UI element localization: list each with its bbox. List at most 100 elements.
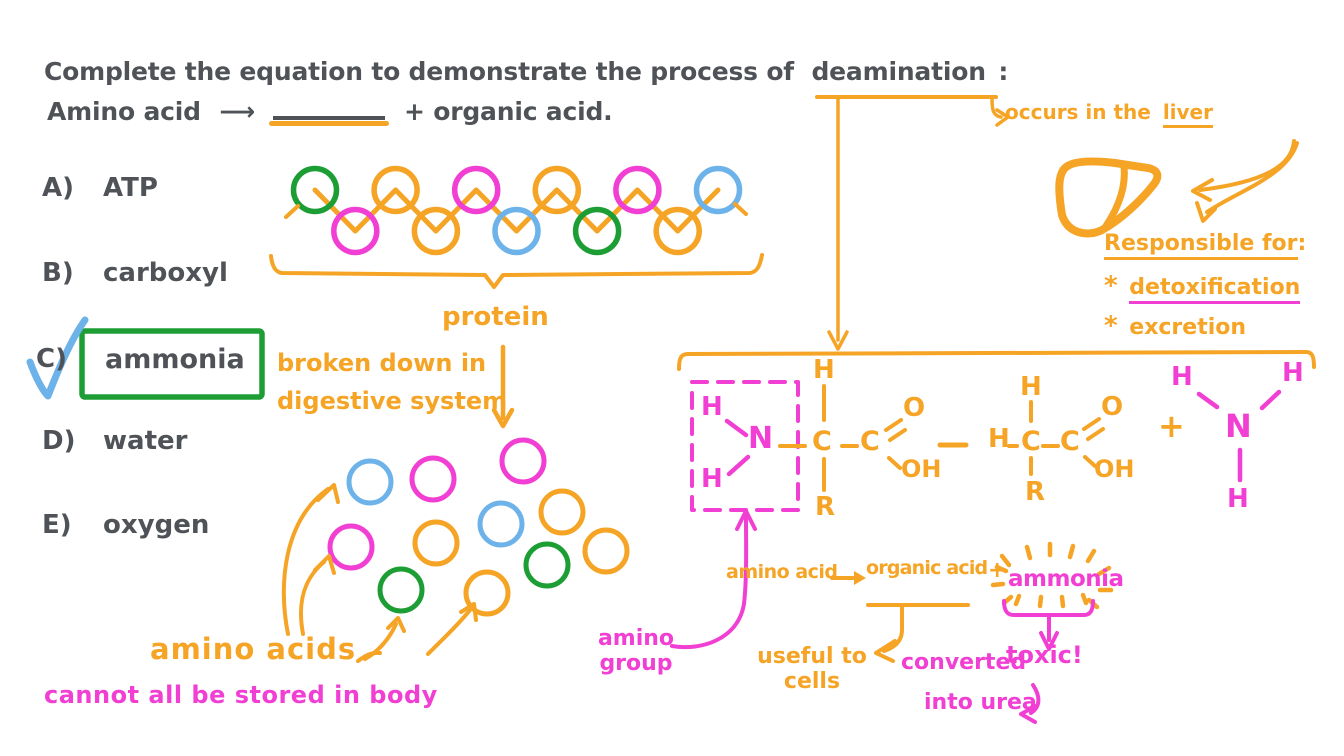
liver-function-detoxification: * detoxification [1104,271,1301,304]
amino-group-pointer-arrow [670,509,757,650]
option-a: A) ATP [42,173,158,203]
summary-arrow [830,571,866,585]
answer-blank [269,96,390,126]
amino-acids-label: amino acids [150,632,357,666]
peptide-bond-line [393,187,439,234]
liver-annotation-arrows [1191,139,1299,223]
prompt-equation: Amino acid ⟶ + organic acid. [47,96,613,126]
responsible-for-heading: Responsible for: [1104,231,1307,260]
peptide-bond-line [514,187,560,234]
toxic-note: toxic! [1006,641,1083,669]
title-keyword-deamination: deamination [811,57,986,86]
option-letter: A) [42,173,75,203]
protein-label: protein [442,302,549,332]
atom-h: H [701,392,723,422]
function-label: detoxification [1129,275,1301,304]
amino-acid-circle [412,519,460,567]
option-letter: C) [36,344,67,374]
atom-r: R [1025,477,1046,507]
star-bullet-icon: * [1104,271,1118,301]
peptide-bond-line [352,187,399,234]
atom-oh: OH [901,455,942,483]
amino-acids-pointer-arrows [281,483,478,663]
option-b: B) carboxyl [42,258,228,288]
reaction-arrow [937,442,969,448]
converted-note-line1: converted [901,650,1027,675]
atom-r: R [815,492,836,522]
atom-c: C [1060,426,1080,457]
prompt-arrow: ⟶ [219,97,255,126]
atom-h: H [1020,372,1042,402]
peptide-bond-line [634,187,681,234]
occurs-prefix: occurs in the [1005,100,1151,124]
peptide-bond-line [312,187,358,234]
plus-sign: + [1158,407,1185,445]
peptide-bond-line [433,187,479,234]
title-colon: : [998,57,1009,86]
option-letter: D) [42,426,76,456]
atom-n: N [748,421,774,456]
summary-organic-acid: organic acid [866,557,988,579]
peptide-bond-line [594,187,640,234]
protein-chain-circle [693,165,743,215]
organic-acid-structure-bonds [1007,400,1105,476]
option-d: D) water [42,426,187,456]
protein-chain-circle [290,165,340,215]
protein-chain-circle [451,165,501,215]
option-label: carboxyl [103,258,228,288]
liver-keyword: liver [1162,100,1213,128]
atom-n: N [1225,407,1252,445]
atom-c: C [860,426,880,457]
amino-acid-circle [377,566,425,614]
atom-h: H [1171,362,1193,392]
function-label: excretion [1129,315,1247,340]
amino-acid-circle [463,569,511,617]
atom-c: C [812,426,832,457]
amino-acid-circle [409,455,457,503]
amino-acid-circle [327,523,375,571]
responsible-colon: : [1297,231,1307,256]
converted-note-line2: into urea [924,690,1037,715]
atom-h: H [988,424,1010,454]
occurs-in-liver-note: occurs in the liver [1005,100,1213,128]
protein-chain-ellipsis [284,202,748,219]
option-label: ammonia [105,344,245,375]
atom-h: H [813,355,835,385]
amino-acid-circle [499,437,547,485]
useful-line1: useful to [757,644,867,669]
toxic-to-urea-arrow [1019,683,1041,724]
useful-to-cells-note: useful to cells [752,644,872,694]
protein-chain-circle [492,206,541,256]
option-letter: E) [42,510,72,540]
breakdown-note-line1: broken down in [277,349,487,377]
question-title: Complete the equation to demonstrate the… [44,57,1008,86]
atom-oh: OH [1094,455,1135,483]
amino-group-label: amino group [596,626,676,676]
title-prefix: Complete the equation to demonstrate the… [44,57,794,86]
protein-chain-bracket [269,253,764,289]
prompt-lhs: Amino acid [47,97,201,126]
peptide-bond-line [554,187,600,234]
liver-icon [1055,157,1162,238]
atom-c: C [1021,426,1041,457]
protein-chain [290,165,743,256]
peptide-bond-line [675,187,721,234]
amino-acid-circle [582,527,630,575]
atom-h: H [701,464,723,494]
protein-chain-circle [411,206,461,256]
organic-acid-underline-arrow [866,603,970,663]
atom-o: O [1101,392,1124,422]
atom-h: H [1227,484,1249,514]
ammonia-bracket-arrow [1002,599,1095,651]
peptide-bond-line [473,187,519,234]
deamination-pointer-lines [815,95,1010,351]
ammonia-structure-bonds [1196,389,1282,483]
protein-chain-circle [653,206,702,256]
option-letter: B) [42,258,74,288]
summary-amino-acid: amino acid [726,561,838,583]
responsible-label: Responsible for [1104,231,1298,260]
protein-chain-circle [331,206,380,256]
liver-function-excretion: * excretion [1104,311,1246,341]
amino-group-line2: group [599,651,673,676]
atom-o: O [903,393,926,423]
